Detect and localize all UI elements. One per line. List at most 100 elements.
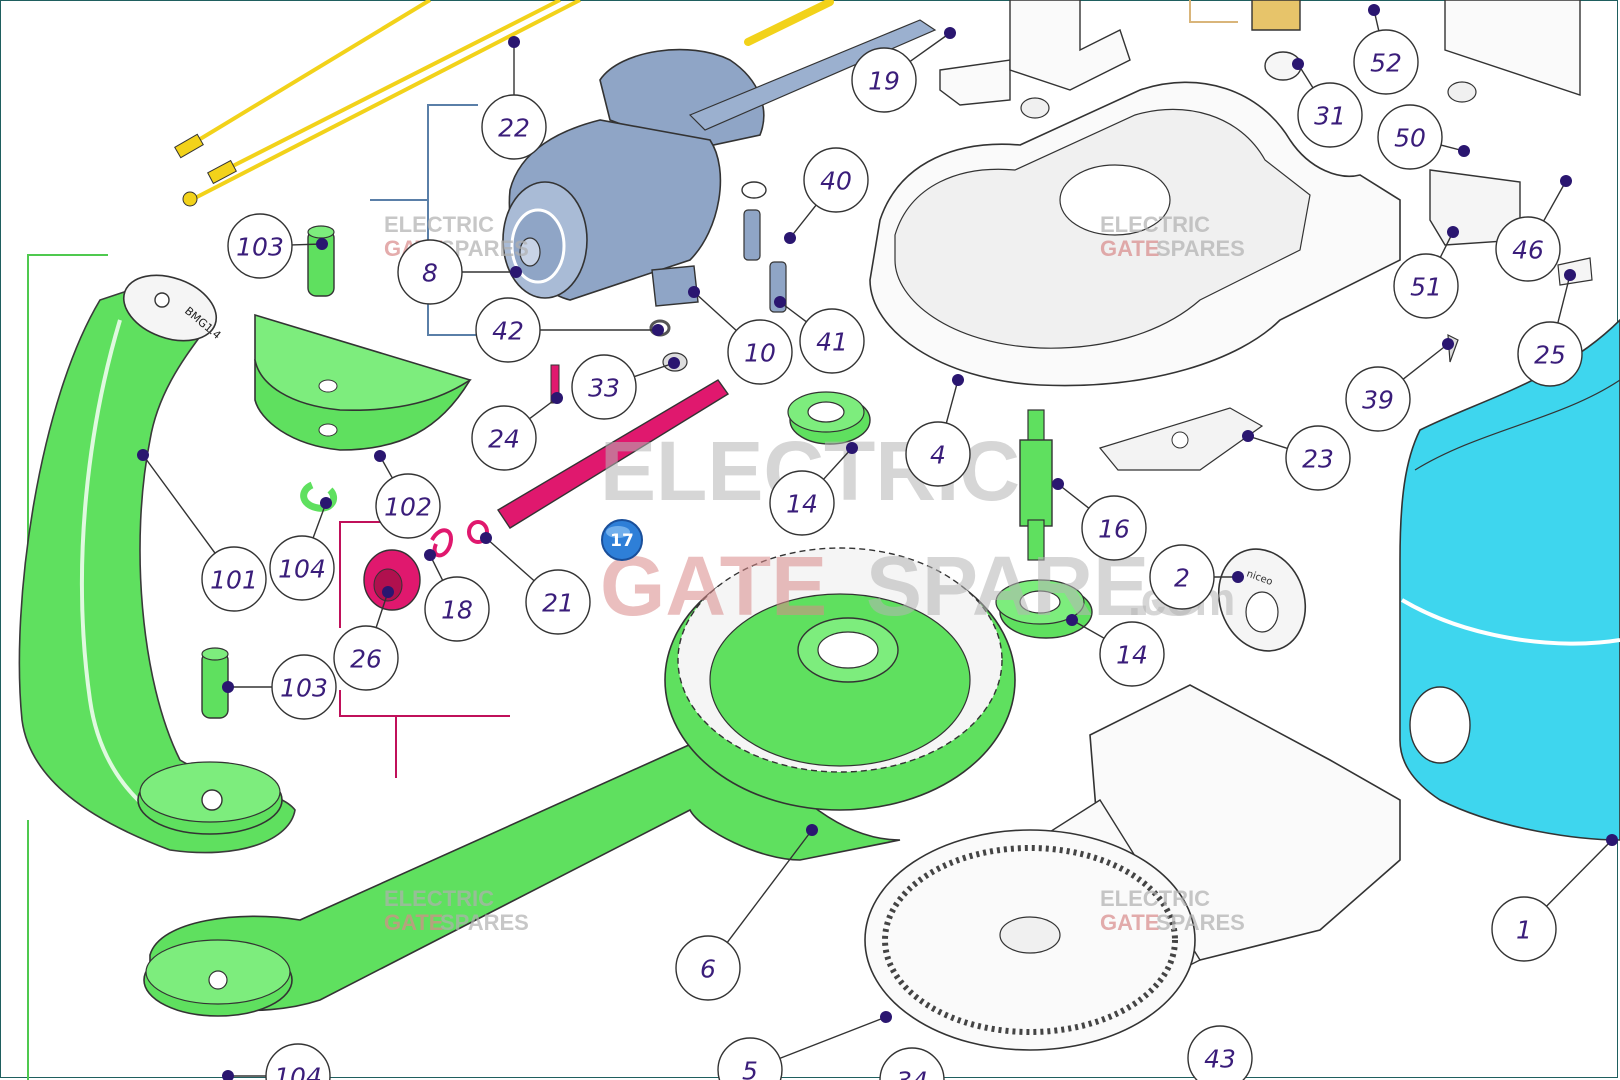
bracket-lines xyxy=(27,0,1238,1080)
callout-39[interactable]: 39 xyxy=(1345,366,1411,432)
callout-number: 22 xyxy=(498,114,530,143)
callout-circle xyxy=(333,625,399,691)
callout-dot-50 xyxy=(1458,145,1470,157)
callout-52[interactable]: 52 xyxy=(1353,29,1419,95)
callout-dot-41 xyxy=(774,296,786,308)
callout-16[interactable]: 16 xyxy=(1081,495,1147,561)
callout-21[interactable]: 21 xyxy=(525,569,591,635)
callout-number: 31 xyxy=(1314,102,1346,131)
gasket-23-center xyxy=(1171,431,1189,449)
callout-46[interactable]: 46 xyxy=(1495,216,1561,282)
marker-17[interactable]: 17 xyxy=(601,519,643,561)
callout-103[interactable]: 103 xyxy=(227,213,293,279)
tan-bracket xyxy=(1189,0,1238,23)
callout-dot-46 xyxy=(1560,175,1572,187)
callout-number: 14 xyxy=(1116,641,1148,670)
callout-22[interactable]: 22 xyxy=(481,94,547,160)
callout-24[interactable]: 24 xyxy=(471,405,537,471)
callout-circle xyxy=(1393,253,1459,319)
callout-dot-22 xyxy=(508,36,520,48)
cable-terminal-1 xyxy=(174,133,204,159)
callout-104[interactable]: 104 xyxy=(269,535,335,601)
callout-circle xyxy=(769,470,835,536)
callout-26[interactable]: 26 xyxy=(333,625,399,691)
callout-dot-52 xyxy=(1368,4,1380,16)
callout-number: 40 xyxy=(820,167,852,196)
arm-101: BMG1.4 xyxy=(18,274,296,854)
callout-33[interactable]: 33 xyxy=(571,354,637,420)
callout-101[interactable]: 101 xyxy=(201,546,267,612)
callout-14[interactable]: 14 xyxy=(1099,621,1165,687)
svg-text:ELECTRIC: ELECTRIC xyxy=(1100,886,1210,911)
callout-circle xyxy=(475,297,541,363)
svg-text:ELECTRIC: ELECTRIC xyxy=(1100,212,1210,237)
callout-dot-10 xyxy=(688,286,700,298)
svg-text:SPARES: SPARES xyxy=(440,910,529,935)
callout-dot-102 xyxy=(374,450,386,462)
callout-dot-42 xyxy=(652,324,664,336)
callout-25[interactable]: 25 xyxy=(1517,321,1583,387)
leader-line-23 xyxy=(1247,435,1288,450)
callout-circle xyxy=(717,1037,783,1080)
svg-text:ELECTRIC: ELECTRIC xyxy=(384,212,494,237)
callout-circle xyxy=(1377,104,1443,170)
callout-40[interactable]: 40 xyxy=(803,147,869,213)
callout-5[interactable]: 5 xyxy=(717,1037,783,1080)
callout-number: 2 xyxy=(1174,564,1190,593)
watermark-spares: SPARES xyxy=(866,539,1205,633)
callout-19[interactable]: 19 xyxy=(851,47,917,113)
callout-dot-33 xyxy=(668,357,680,369)
callout-dot-39 xyxy=(1442,338,1454,350)
callout-2[interactable]: 2 xyxy=(1149,544,1215,610)
callout-circle xyxy=(265,1043,331,1080)
plate-top xyxy=(1009,0,1131,91)
shaft-17 xyxy=(363,364,730,611)
callout-circle xyxy=(1285,425,1351,491)
callout-43[interactable]: 43 xyxy=(1187,1025,1253,1080)
callout-number: 1 xyxy=(1516,916,1532,945)
callout-34[interactable]: 34 xyxy=(879,1047,945,1080)
callout-102[interactable]: 102 xyxy=(375,473,441,539)
callout-number: 103 xyxy=(280,674,328,703)
callout-51[interactable]: 51 xyxy=(1393,253,1459,319)
callout-circle xyxy=(227,213,293,279)
ring-gear-hub-hole xyxy=(817,631,879,669)
callout-number: 18 xyxy=(441,596,473,625)
callout-circle xyxy=(525,569,591,635)
callout-number: 21 xyxy=(542,589,574,618)
callout-number: 6 xyxy=(700,955,716,984)
callout-1[interactable]: 1 xyxy=(1491,896,1557,962)
callout-circle xyxy=(1495,216,1561,282)
callout-42[interactable]: 42 xyxy=(475,297,541,363)
cable-terminal-2 xyxy=(207,159,237,185)
callout-14[interactable]: 14 xyxy=(769,470,835,536)
callout-dot-103 xyxy=(222,681,234,693)
svg-text:ELECTRIC: ELECTRIC xyxy=(384,886,494,911)
callout-41[interactable]: 41 xyxy=(799,308,865,374)
callout-dot-18 xyxy=(424,549,436,561)
callout-104[interactable]: 104 xyxy=(265,1043,331,1080)
callout-31[interactable]: 31 xyxy=(1297,82,1363,148)
callout-number: 8 xyxy=(422,259,438,288)
callout-4[interactable]: 4 xyxy=(905,421,971,487)
svg-text:GATE: GATE xyxy=(1100,910,1159,935)
housing-4 xyxy=(869,81,1401,387)
pin-16-body xyxy=(1019,439,1053,527)
cable-1 xyxy=(180,0,432,152)
callout-50[interactable]: 50 xyxy=(1377,104,1443,170)
callout-dot-16 xyxy=(1052,478,1064,490)
callout-number: 33 xyxy=(588,374,620,403)
callout-dot-103 xyxy=(316,238,328,250)
screw-rod xyxy=(744,0,834,46)
callout-103[interactable]: 103 xyxy=(271,654,337,720)
callout-10[interactable]: 10 xyxy=(727,319,793,385)
callout-18[interactable]: 18 xyxy=(424,576,490,642)
callout-8[interactable]: 8 xyxy=(397,239,463,305)
callout-23[interactable]: 23 xyxy=(1285,425,1351,491)
callout-number: 51 xyxy=(1410,273,1442,302)
callout-circle xyxy=(1345,366,1411,432)
base-5-gear-hub xyxy=(999,916,1061,954)
callout-6[interactable]: 6 xyxy=(675,935,741,1001)
callout-number: 26 xyxy=(350,645,382,674)
callout-circle xyxy=(424,576,490,642)
